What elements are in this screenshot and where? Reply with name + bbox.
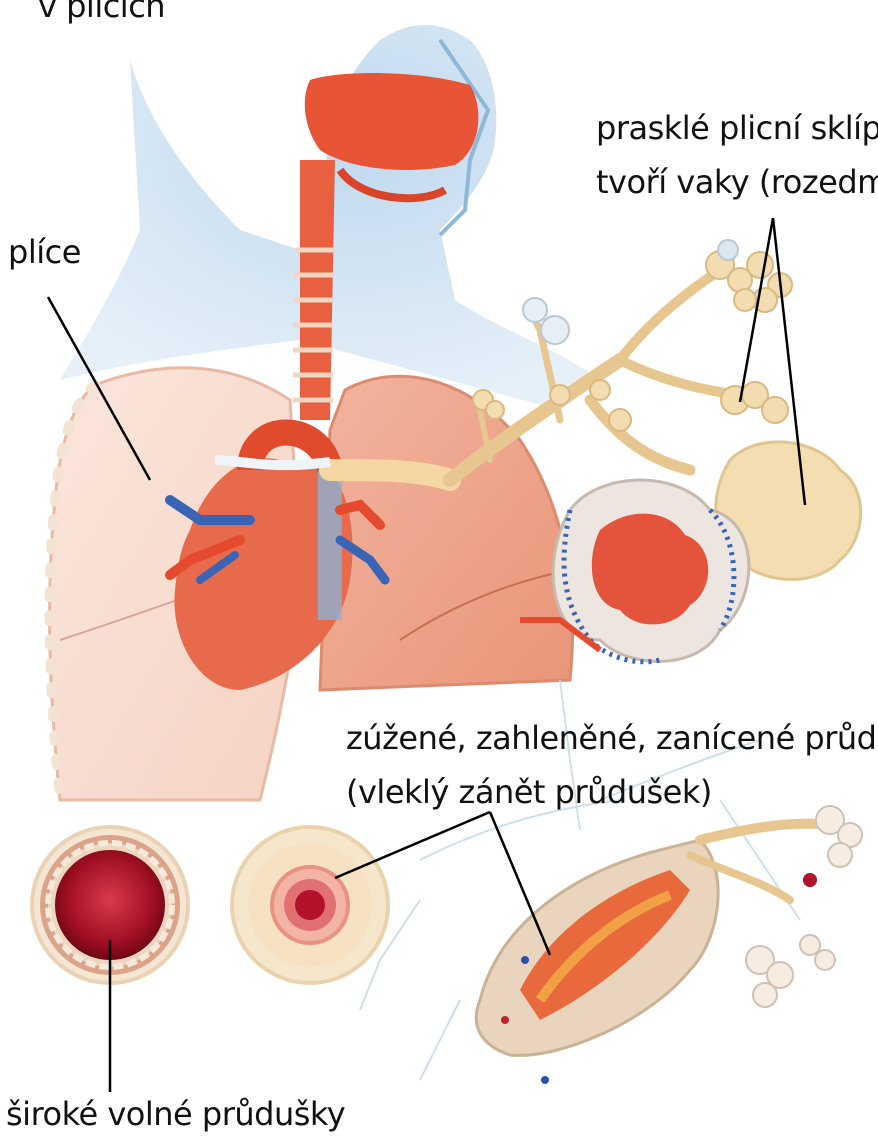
left-bronchus: [215, 460, 330, 465]
narrowed-bronchus: [232, 827, 388, 983]
label-emphysema-line2: tvoří vaky (rozedma): [596, 162, 878, 202]
trachea-rings: [293, 250, 336, 400]
label-emphysema-line1: prasklé plicní sklípky: [596, 108, 878, 148]
main-bronchus: [330, 470, 450, 480]
label-bronchitis-line2: (vleklý zánět průdušek): [346, 772, 712, 812]
label-top-cut: v plicích: [38, 0, 165, 26]
inflamed-bronchiole: [476, 824, 830, 1084]
nasal-cavity: [305, 73, 479, 170]
alveoli-clusters: [473, 240, 792, 431]
label-lung: plíce: [8, 232, 81, 272]
trachea: [300, 160, 335, 420]
lower-alveoli: [746, 806, 862, 1007]
label-bronchitis-line1: zúžené, zahleněné, zanícené průdušky: [346, 718, 878, 758]
label-healthy: široké volné průdušky: [6, 1094, 345, 1134]
